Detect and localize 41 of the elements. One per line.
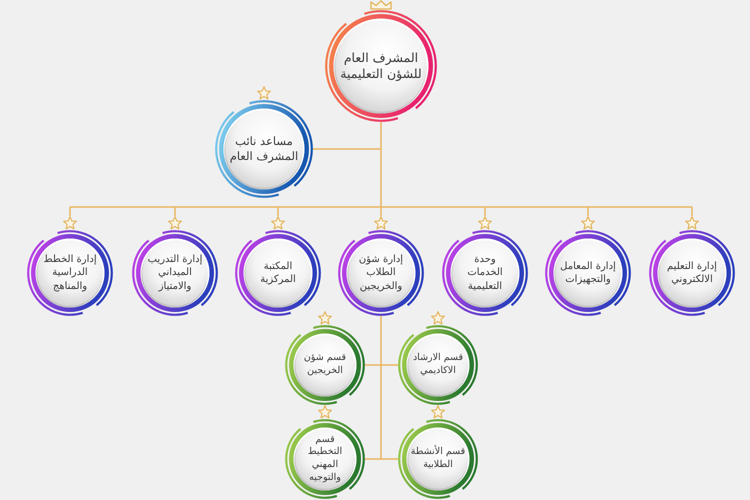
connector-line bbox=[70, 206, 692, 208]
connector-line bbox=[69, 207, 71, 216]
node-label: قسم الارشاد الاكاديمي bbox=[412, 352, 464, 378]
circle-node bbox=[398, 405, 478, 499]
connector-line bbox=[174, 207, 176, 216]
circle-node bbox=[649, 216, 735, 316]
node-label: إدارة المعامل والتجهيزات bbox=[559, 260, 617, 286]
connector-line bbox=[381, 458, 398, 460]
circle-node bbox=[285, 405, 365, 499]
connector-line bbox=[484, 207, 486, 216]
node-label: المكتبة المركزية bbox=[259, 260, 297, 286]
circle-node bbox=[235, 216, 321, 316]
node-label: إدارة شؤن الطلاب والخريجين bbox=[358, 253, 404, 293]
circle-node bbox=[215, 86, 313, 198]
node-label: إدارة التدريب الميداني والامتياز bbox=[146, 253, 204, 293]
circle-node bbox=[285, 311, 365, 405]
connector-line bbox=[380, 122, 382, 207]
node-label: قسم التخطيط المهني والتوجيه bbox=[306, 434, 344, 484]
circle-node bbox=[132, 216, 218, 316]
circle-node bbox=[545, 216, 631, 316]
connector-line bbox=[380, 207, 382, 216]
circle-node bbox=[442, 216, 528, 316]
node-label: وحدة الخدمات التعليمية bbox=[466, 253, 504, 293]
circle-node bbox=[338, 216, 424, 316]
node-label: إدارة الخطط الدراسية والمناهج bbox=[42, 253, 98, 293]
circle-node bbox=[398, 311, 478, 405]
connector-line bbox=[313, 148, 381, 150]
circle-node bbox=[27, 216, 113, 316]
node-label: إدارة التعليم الالكتروني bbox=[666, 260, 718, 286]
node-label: المشرف العام للشؤن التعليمية bbox=[339, 50, 423, 82]
connector-line bbox=[381, 364, 398, 366]
connector-line bbox=[587, 207, 589, 216]
circle-node bbox=[325, 0, 437, 122]
connector-line bbox=[277, 207, 279, 216]
node-label: مساعد نائب المشرف العام bbox=[228, 134, 300, 164]
connector-line bbox=[365, 364, 381, 366]
connector-line bbox=[365, 458, 381, 460]
node-label: قسم الأنشطة الطلابية bbox=[410, 446, 466, 472]
node-label: قسم شؤن الخريجين bbox=[302, 352, 348, 378]
connector-line bbox=[691, 207, 693, 216]
connector-line bbox=[380, 316, 382, 459]
